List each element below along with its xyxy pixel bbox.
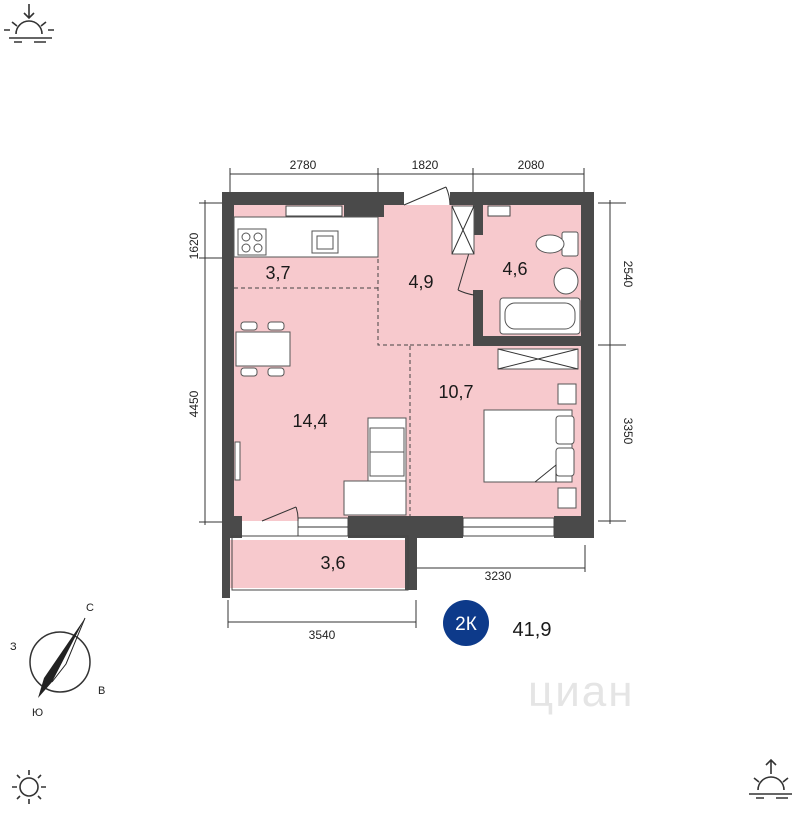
compass-south: Ю <box>32 707 43 719</box>
room-living-area: 14,4 <box>292 411 327 431</box>
radiator <box>234 441 241 481</box>
room-kitchen-area: 3,7 <box>265 263 290 283</box>
dining-table <box>235 321 291 377</box>
room-balcony-area: 3,6 <box>320 553 345 573</box>
dim-left-lower: 4450 <box>187 390 201 417</box>
dim-right-upper: 2540 <box>621 261 635 288</box>
dim-bottom-right: 3230 <box>485 569 512 583</box>
bathroom-fixtures <box>451 205 581 335</box>
total-area: 41,9 <box>513 619 552 641</box>
sofa <box>343 417 407 516</box>
dimension-lines <box>199 168 626 628</box>
dim-top-mid: 1820 <box>412 158 439 172</box>
doors <box>261 186 475 522</box>
room-bathroom-area: 4,6 <box>502 259 527 279</box>
badge-label: 2К <box>455 614 477 635</box>
sunrise-icon <box>4 4 54 43</box>
room-hall-area: 4,9 <box>408 272 433 292</box>
dim-top-right: 2080 <box>518 158 545 172</box>
walls <box>222 192 594 598</box>
compass-east: В <box>98 685 105 697</box>
sunset-icon <box>749 758 792 799</box>
dim-bottom-left: 3540 <box>309 628 336 642</box>
apartment-type-badge: 2К <box>443 600 489 646</box>
dim-left-upper: 1620 <box>187 232 201 259</box>
kitchen-counter <box>233 216 379 258</box>
compass-west: З <box>10 641 17 653</box>
compass-icon <box>29 617 91 698</box>
zone-separators <box>234 217 473 516</box>
dim-top-left: 2780 <box>290 158 317 172</box>
dim-right-lower: 3350 <box>621 418 635 445</box>
bedroom-furniture <box>483 348 579 509</box>
windows <box>231 205 555 591</box>
sun-icon <box>12 770 46 804</box>
watermark: циан <box>528 667 635 716</box>
compass-north: С <box>86 602 94 614</box>
room-bedroom-area: 10,7 <box>438 382 473 402</box>
